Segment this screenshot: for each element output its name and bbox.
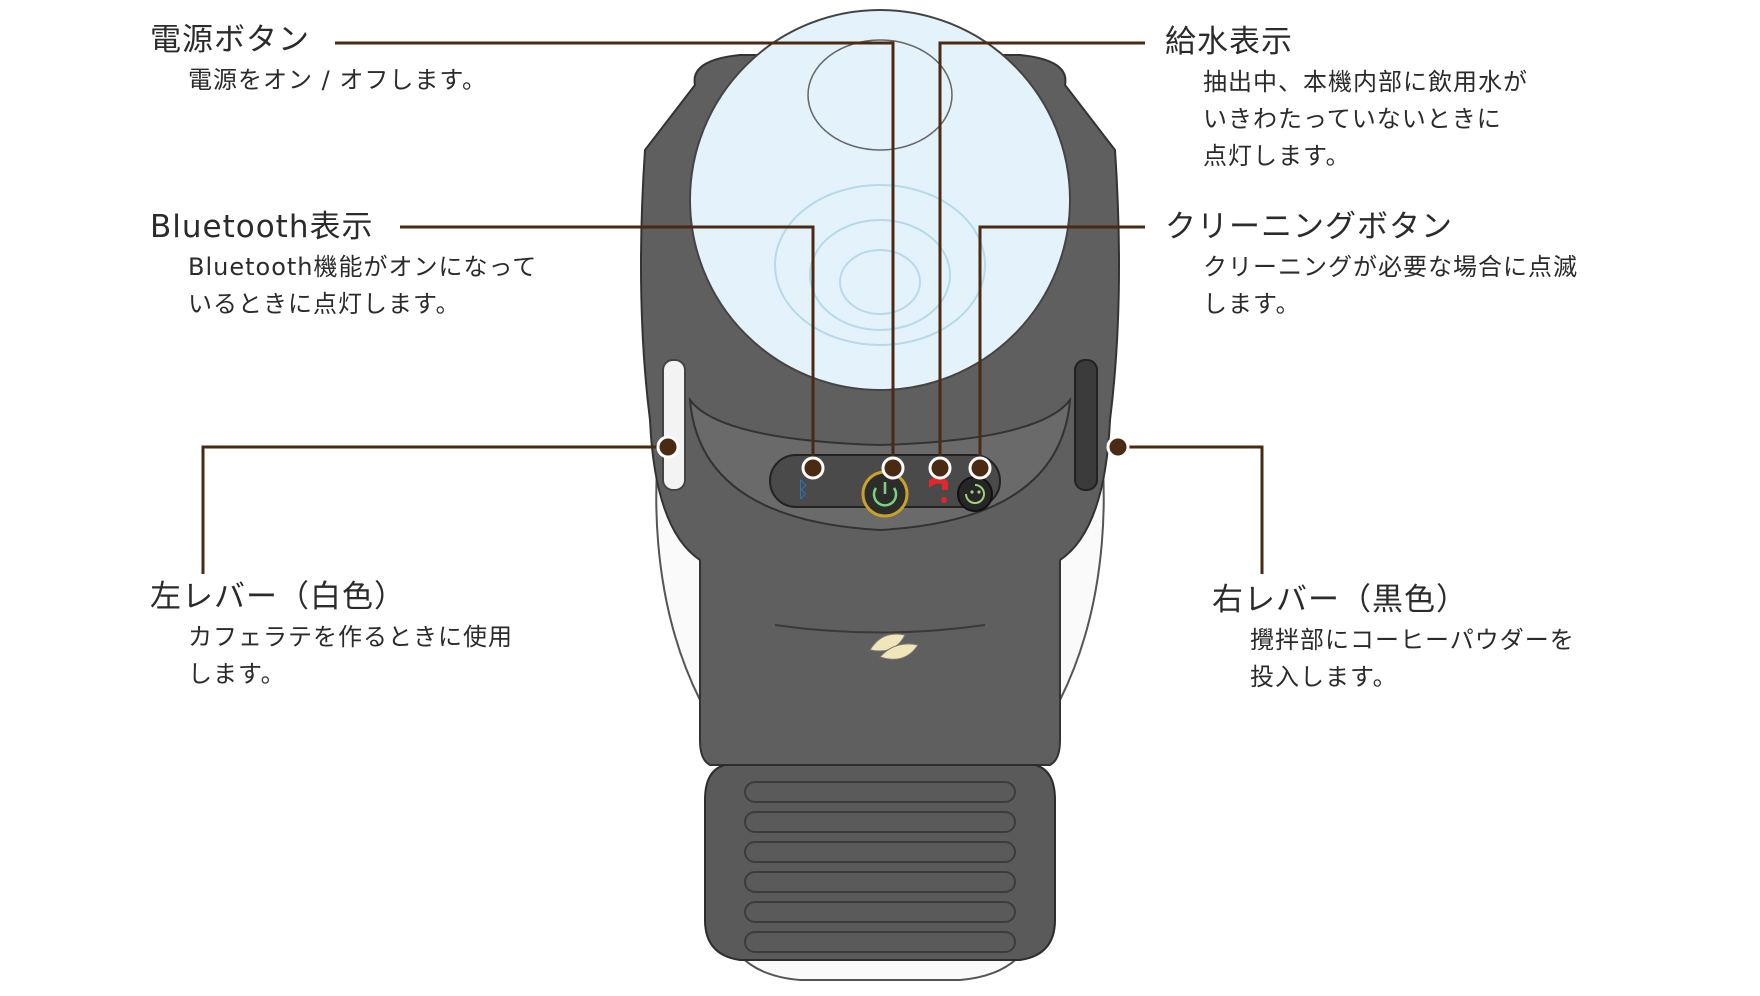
leader-left-lever [201, 445, 668, 574]
callout-cleaning: クリーニングボタン クリーニングが必要な場合に点滅 します。 [1165, 207, 1578, 323]
callout-left-lever: 左レバー（白色） カフェラテを作るときに使用 します。 [150, 577, 513, 693]
grille-slats [744, 781, 1016, 953]
callout-title: 右レバー（黒色） [1212, 582, 1468, 618]
dot-water [928, 456, 952, 480]
dot-bluetooth [801, 456, 825, 480]
cleaning-icon [965, 484, 985, 504]
leaf-logo-icon [869, 633, 919, 660]
callout-title: Bluetooth表示 [150, 209, 374, 245]
callout-power: 電源ボタン 電源をオン / オフします。 [150, 20, 487, 99]
callout-title: クリーニングボタン [1165, 209, 1453, 245]
water-tank [689, 9, 1071, 391]
callout-title: 電源ボタン [150, 22, 310, 58]
leader-power [335, 41, 895, 468]
left-lever [662, 359, 686, 491]
water-supply-icon [929, 476, 948, 503]
callout-title: 左レバー（白色） [150, 579, 406, 615]
right-lever [1074, 359, 1098, 491]
middle-band [774, 624, 986, 634]
leader-water [938, 41, 1145, 468]
callout-right-lever: 右レバー（黒色） 攪拌部にコーヒーパウダーを 投入します。 [1212, 580, 1575, 696]
callout-description: 抽出中、本機内部に飲用水が いきわたっていないときに 点灯します。 [1203, 68, 1528, 170]
callout-description: クリーニングが必要な場合に点滅 します。 [1203, 253, 1578, 318]
callout-description: 攪拌部にコーヒーパウダーを 投入します。 [1250, 626, 1575, 691]
leader-dots [656, 435, 1130, 480]
power-icon [872, 482, 898, 507]
callout-bluetooth: Bluetooth表示 Bluetooth機能がオンになって いるときに点灯しま… [150, 207, 537, 323]
dot-right-lever [1106, 435, 1130, 459]
callout-description: 電源をオン / オフします。 [188, 66, 487, 94]
leader-cleaning [978, 225, 1145, 468]
callout-water-supply: 給水表示 抽出中、本機内部に飲用水が いきわたっていないときに 点灯します。 [1165, 22, 1528, 175]
dot-cleaning [968, 456, 992, 480]
tank-inner-ring [809, 219, 951, 331]
callout-title: 給水表示 [1165, 24, 1293, 60]
tank-inner-ring [774, 184, 986, 346]
callout-description: Bluetooth機能がオンになって いるときに点灯します。 [188, 253, 538, 318]
dot-power [881, 456, 905, 480]
tank-inner-ring [839, 249, 921, 315]
leader-bluetooth [400, 225, 815, 468]
bluetooth-icon: ᛒ [796, 478, 809, 503]
tank-lid [807, 39, 953, 151]
leader-right-lever [1118, 445, 1264, 574]
cleaning-button[interactable] [957, 476, 993, 512]
callout-description: カフェラテを作るときに使用 します。 [188, 623, 513, 688]
leader-lines [201, 41, 1264, 574]
dot-left-lever [656, 435, 680, 459]
